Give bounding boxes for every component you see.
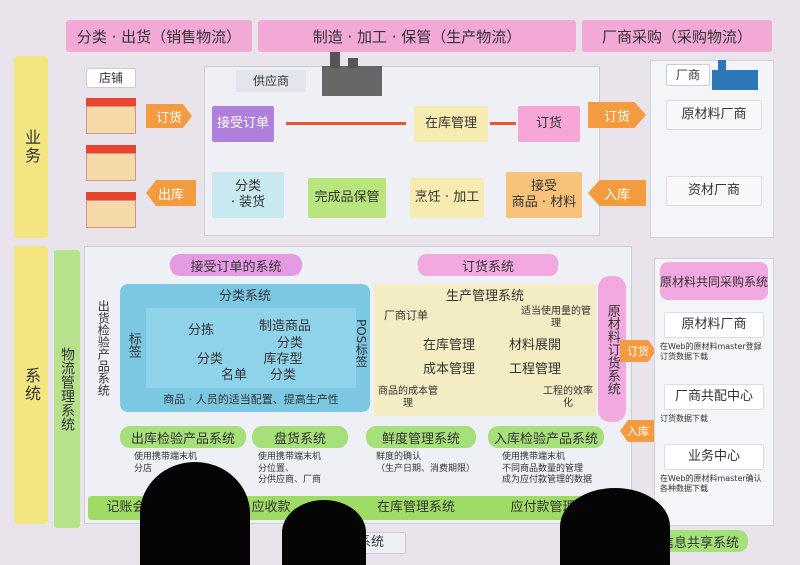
sort-sys-inner	[146, 308, 356, 388]
shared-procurement-sys: 原材料共同采购系统	[660, 262, 768, 300]
store-icon	[86, 192, 136, 228]
in-inspect-notes: 使用携带端末机 不同商品数量的管理 成为应付款管理的数据	[502, 452, 593, 486]
accept-order-box: 接受订单	[212, 106, 274, 142]
header-procurement: 厂商采购（采购物流）	[582, 20, 772, 52]
store-icon	[86, 145, 136, 181]
goods-cost-label: 商品的成本管理	[378, 386, 438, 409]
row-business: 业务	[14, 56, 48, 238]
raw-mfr-box: 原材料厂商	[664, 312, 764, 338]
supplier-label: 供应商	[236, 70, 306, 92]
flow-line	[490, 122, 516, 125]
inbound-side-arrow: 入库	[620, 420, 656, 442]
order-arrow: 订货	[146, 104, 192, 128]
manufacturer-label: 厂商	[666, 64, 710, 86]
make-goods-label: 制造商品	[258, 319, 311, 335]
classify-label: 分类	[276, 336, 303, 352]
staff-note: 商品 · 人员的适当配置、提高生产性	[163, 393, 339, 407]
outbound-arrow: 出库	[146, 180, 196, 206]
pos-label: POS标签	[354, 318, 369, 368]
process-eff-label: 工程的效率化	[543, 386, 593, 409]
dist-center-box: 厂商共配中心	[664, 384, 764, 410]
factory-icon	[322, 52, 382, 96]
proper-use-label: 适当使用量的管理	[521, 306, 591, 329]
factory-icon	[712, 60, 758, 90]
process-mgmt-label: 工程管理	[508, 362, 561, 378]
inventory-sys-label: 在库管理系统	[376, 500, 455, 516]
store-label: 店铺	[86, 68, 136, 88]
out-inspect-sys: 出库检验产品系统	[120, 426, 246, 448]
out-inspect-notes: 使用携带端末机 分店	[134, 452, 198, 474]
raw-notes: 在Web的原材料master登録 订货数据下载	[660, 342, 762, 362]
order-arrow-right: 订货	[588, 102, 646, 128]
stocktake-notes: 使用携带端末机 分位置、 分供应商、厂商	[258, 452, 322, 486]
store-icon	[86, 98, 136, 134]
material-expand-label: 材料展開	[508, 338, 561, 354]
cost-mgmt-label: 成本管理	[422, 362, 475, 378]
biz-center-box: 业务中心	[664, 444, 764, 470]
name-list-label: 名单	[220, 368, 247, 384]
accept-order-sys: 接受订单的系统	[170, 254, 302, 276]
header-sales: 分类 · 出货（销售物流）	[66, 20, 252, 52]
dist-notes: 订货数据下载	[660, 414, 708, 423]
material-mfr-box: 资材厂商	[666, 176, 762, 206]
audience-silhouette	[140, 462, 250, 565]
cook-process-box: 烹饪 · 加工	[410, 178, 484, 218]
audience-silhouette	[282, 500, 366, 565]
audience-silhouette	[560, 488, 670, 565]
flow-line	[286, 122, 406, 125]
fresh-sys: 鲜度管理系统	[366, 426, 476, 448]
prod-mgmt-panel	[374, 284, 596, 416]
info-share-sys: 信息共享系统	[652, 530, 748, 552]
order-box: 订货	[518, 106, 580, 142]
mfr-order-label: 厂商订单	[384, 309, 428, 323]
stocktake-sys: 盘货系统	[252, 426, 348, 448]
bookkeeping-label: 记账会	[106, 500, 146, 516]
classify2-label: 分类	[196, 352, 223, 368]
raw-material-mfr-box: 原材料厂商	[666, 100, 762, 130]
finished-storage-box: 完成品保管	[308, 178, 386, 218]
receivable-label: 应收款	[251, 500, 291, 516]
header-production: 制造 · 加工 · 保管（生产物流）	[258, 20, 576, 52]
receive-goods-box: 接受 商品 · 材料	[506, 172, 582, 218]
row-logistics: 物流管理系统	[54, 250, 80, 528]
sort-pack-box: 分类 · 装货	[212, 172, 284, 218]
row-system: 系统	[14, 246, 48, 524]
in-inspect-sys: 入库检验产品系统	[488, 426, 604, 448]
inv-mgmt-label: 在库管理	[422, 338, 475, 354]
order-side-arrow: 订货	[620, 340, 656, 362]
inventory-box: 在库管理	[414, 106, 488, 142]
inbound-arrow: 入库	[588, 180, 646, 206]
fresh-notes: 鲜度的确认 （生产日期、消费期限）	[376, 452, 476, 474]
sort-sys-title: 分类系统	[218, 289, 271, 305]
classify3-label: 分类	[269, 368, 296, 384]
stock-type-label: 库存型	[263, 352, 303, 368]
order-sys: 订货系统	[418, 254, 558, 276]
prod-mgmt-title: 生产管理系统	[445, 289, 524, 305]
label-box: 标签	[125, 332, 141, 358]
sorting-label: 分拣	[187, 323, 214, 339]
ship-inspect-sys: 出货检验产品系统	[96, 300, 111, 396]
biz-notes: 在Web的原材料master确认 各种数据下载	[660, 474, 762, 494]
